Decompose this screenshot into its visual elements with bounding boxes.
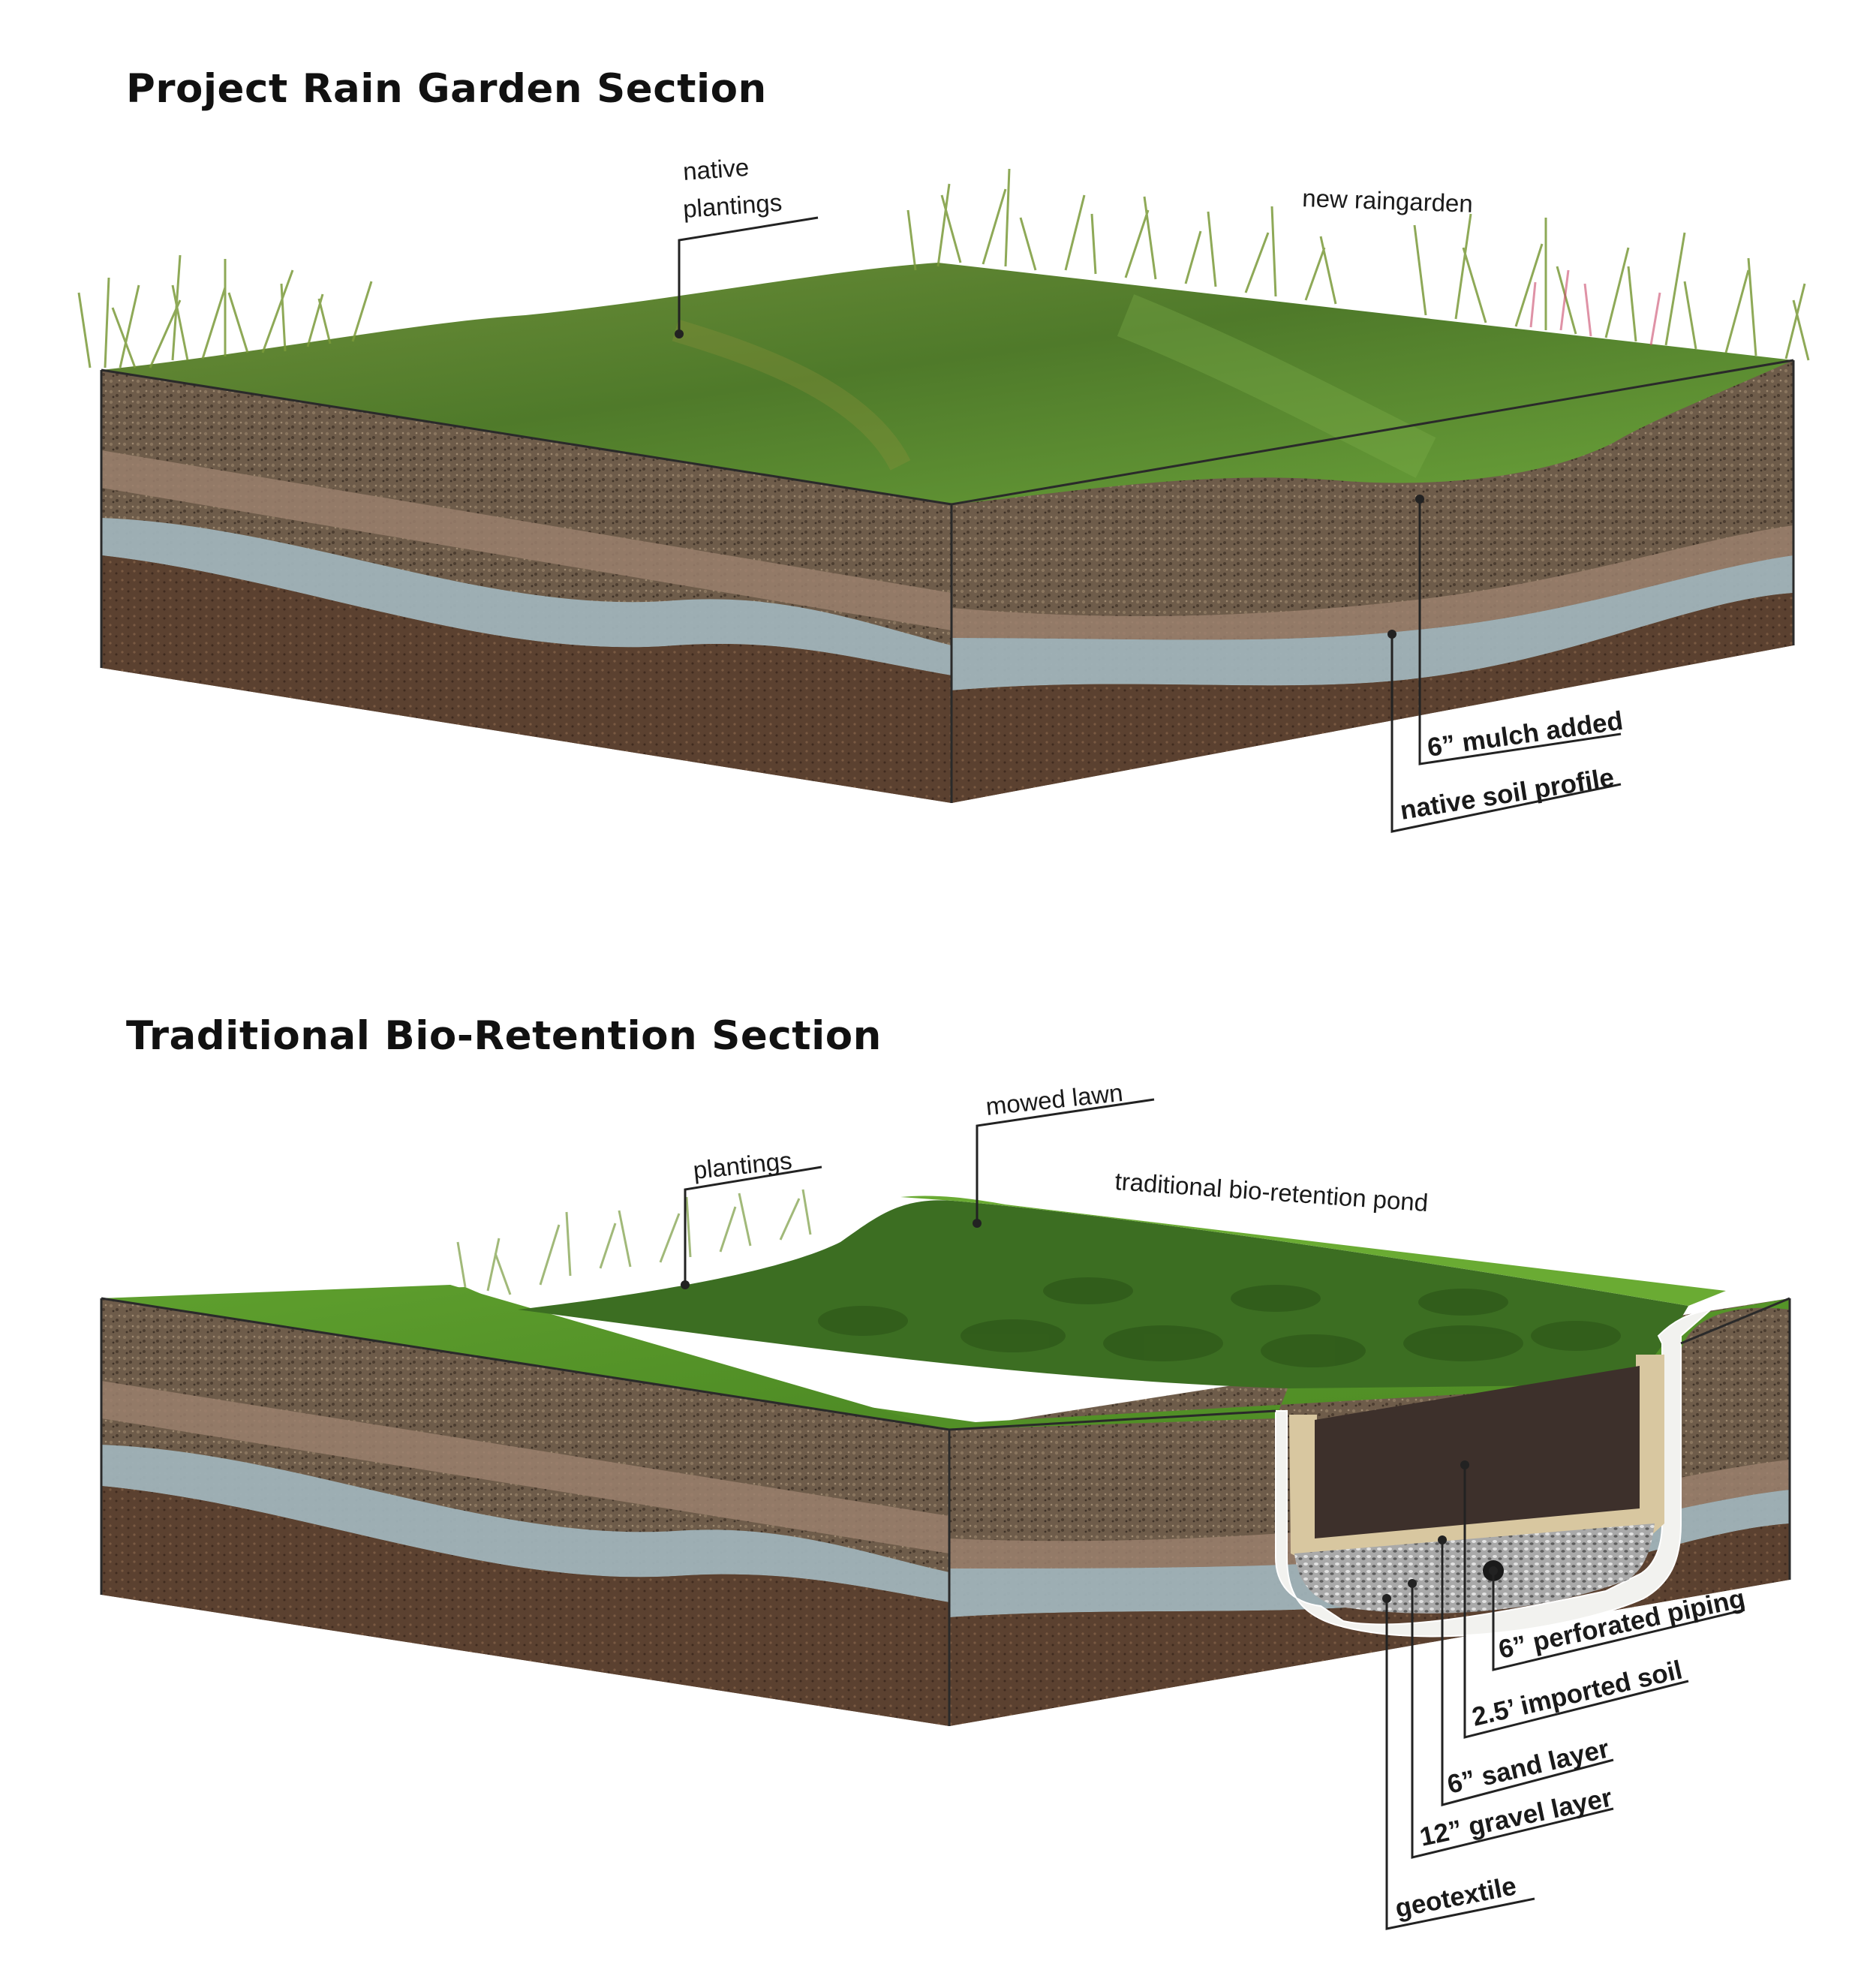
callout-new-raingarden: new raingarden: [1302, 184, 1474, 218]
label-pond: traditional bio-retention pond: [1114, 1167, 1430, 1217]
flower-stems: [1529, 269, 1661, 346]
section-title-bio-retention: Traditional Bio-Retention Section: [126, 1013, 882, 1059]
bio-retention-block: [100, 1189, 1791, 1726]
label-gravel: 12” gravel layer: [1418, 1782, 1616, 1851]
sand-layer: [1289, 1355, 1664, 1568]
imported-soil-layer: [1315, 1366, 1640, 1538]
label-mulch: 6” mulch added: [1426, 706, 1625, 762]
callout-native-plantings: native plantings: [675, 153, 819, 338]
plantings-tufts: [456, 1189, 812, 1295]
rain-garden-left-face: [101, 370, 952, 803]
label-native-plantings-line2: plantings: [682, 188, 783, 223]
rain-garden-planted-surface: [101, 263, 1793, 504]
gravel-layer: [1294, 1523, 1655, 1614]
native-grass-tufts: [77, 168, 1810, 368]
label-plantings: plantings: [692, 1146, 793, 1184]
rain-garden-block: [77, 168, 1810, 803]
pond-grass-clumps: [818, 1277, 1621, 1367]
label-new-raingarden: new raingarden: [1302, 184, 1474, 218]
label-native-soil: native soil profile: [1398, 762, 1616, 826]
bio-retention-left-face: [101, 1298, 949, 1726]
callout-pond: traditional bio-retention pond: [1114, 1167, 1430, 1217]
bio-retention-trench: [1275, 1308, 1714, 1638]
label-native-plantings-line1: native: [682, 153, 750, 185]
section-title-rain-garden: Project Rain Garden Section: [126, 66, 767, 112]
